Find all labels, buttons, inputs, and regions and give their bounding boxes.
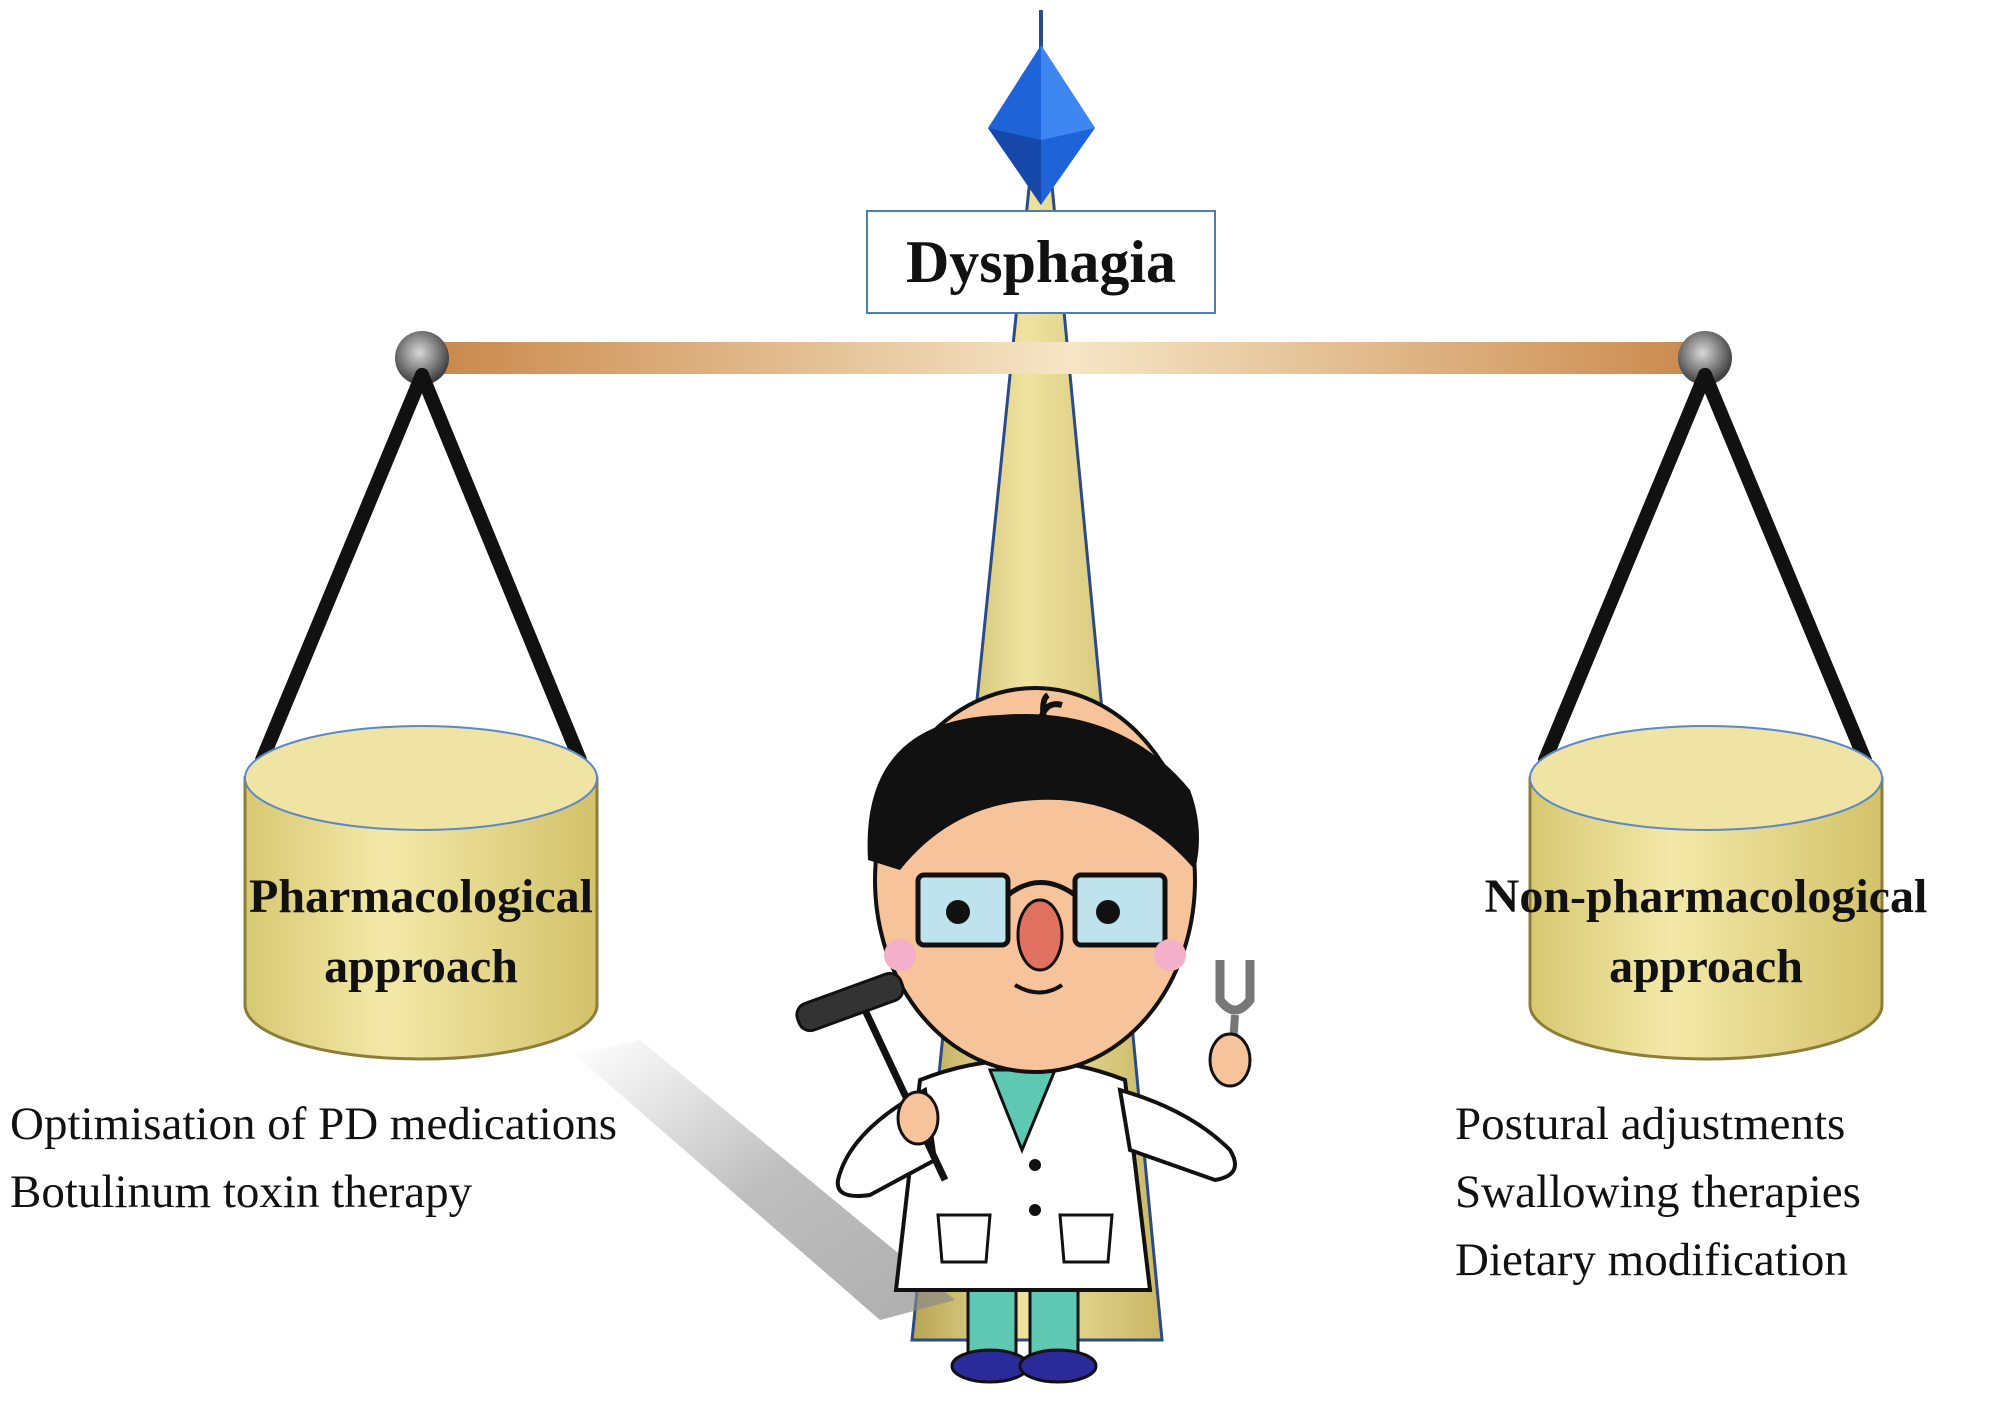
right-approach-label: Non-pharmacological approach xyxy=(1456,862,1956,1002)
dysphagia-title: Dysphagia xyxy=(866,210,1216,314)
list-item: Dietary modification xyxy=(1455,1234,1848,1286)
diamond-icon xyxy=(988,45,1095,205)
doctor-icon xyxy=(835,686,1237,1384)
scale-beam xyxy=(395,331,1732,385)
left-treatment-list: Optimisation of PD medications Botulinum… xyxy=(10,1090,617,1226)
right-pan xyxy=(1528,368,1884,1061)
right-label-line1: Non-pharmacological xyxy=(1484,870,1928,923)
left-label-line1: Pharmacological xyxy=(249,870,593,923)
list-item: Swallowing therapies xyxy=(1455,1166,1861,1218)
list-item: Optimisation of PD medications xyxy=(10,1098,618,1150)
right-treatment-list: Postural adjustments Swallowing therapie… xyxy=(1455,1090,1861,1294)
tuning-fork-icon xyxy=(1208,960,1255,1088)
right-label-line2: approach xyxy=(1609,940,1803,993)
list-item: Botulinum toxin therapy xyxy=(10,1166,473,1218)
cast-shadow xyxy=(575,1040,955,1320)
left-pan xyxy=(243,368,599,1061)
left-approach-label: Pharmacological approach xyxy=(245,862,597,1002)
reflex-hammer-icon xyxy=(795,971,949,1182)
left-label-line2: approach xyxy=(324,940,518,993)
list-item: Postural adjustments xyxy=(1455,1098,1846,1150)
